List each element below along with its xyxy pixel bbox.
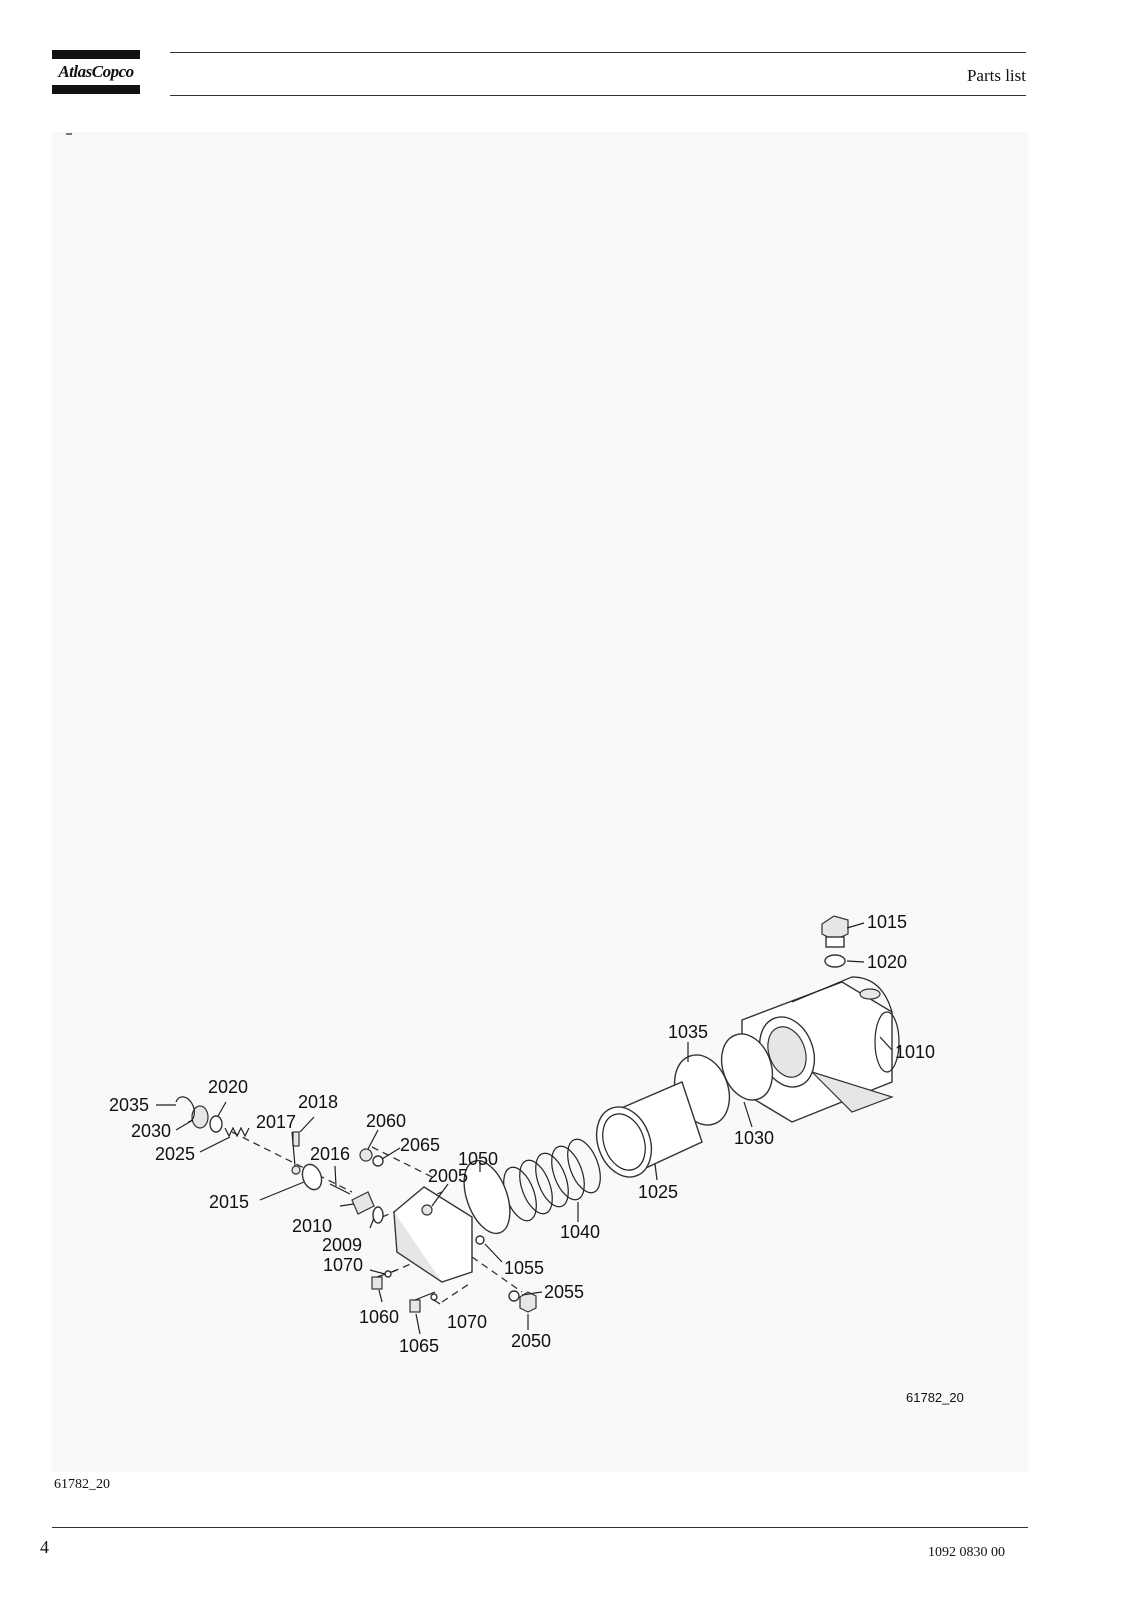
part-1020-washer bbox=[824, 954, 846, 968]
part-2055-seal bbox=[508, 1290, 520, 1302]
callout-2018: 2018 bbox=[298, 1092, 338, 1112]
part-1010-housing bbox=[741, 976, 900, 1123]
callout-2060: 2060 bbox=[366, 1111, 406, 1131]
part-2035-circlip bbox=[175, 1096, 195, 1123]
callout-1055: 1055 bbox=[504, 1258, 544, 1278]
assembly-axis-plug bbox=[471, 1256, 523, 1293]
callout-1065: 1065 bbox=[399, 1336, 439, 1356]
part-1015-plug bbox=[821, 915, 849, 948]
callout-1020: 1020 bbox=[867, 952, 907, 972]
footer-rule bbox=[52, 1527, 1028, 1528]
callout-1010: 1010 bbox=[895, 1042, 935, 1062]
callout-2065: 2065 bbox=[400, 1135, 440, 1155]
header-rule-bottom bbox=[170, 95, 1026, 96]
callout-1035: 1035 bbox=[668, 1022, 708, 1042]
page-title: Parts list bbox=[966, 66, 1026, 85]
callout-2009: 2009 bbox=[322, 1235, 362, 1255]
part-1065-bolt bbox=[409, 1291, 436, 1313]
logo-wordmark: AtlasCopco bbox=[58, 62, 134, 81]
assembly-axis-bolt2 bbox=[441, 1281, 473, 1303]
callout-1060: 1060 bbox=[359, 1307, 399, 1327]
logo-bar-top bbox=[52, 50, 140, 59]
atlas-copco-logo: AtlasCopco bbox=[52, 50, 140, 94]
part-2017 bbox=[291, 1165, 301, 1175]
callout-1025: 1025 bbox=[638, 1182, 678, 1202]
part-2025-spring bbox=[224, 1126, 250, 1138]
callout-2020: 2020 bbox=[208, 1077, 248, 1097]
callout-2035: 2035 bbox=[109, 1095, 149, 1115]
exploded-parts-drawing: 1015 1020 1035 1010 1030 1025 1040 1050 … bbox=[52, 132, 1028, 1472]
callout-2025: 2025 bbox=[155, 1144, 195, 1164]
part-2050-plug bbox=[519, 1291, 537, 1313]
callout-1050: 1050 bbox=[458, 1149, 498, 1169]
page-number: 4 bbox=[40, 1537, 49, 1557]
assembly-axis-left bbox=[231, 1131, 353, 1193]
part-2009 bbox=[372, 1206, 384, 1224]
callout-2015: 2015 bbox=[209, 1192, 249, 1212]
part-1070-washer-a bbox=[384, 1270, 392, 1278]
part-2018 bbox=[292, 1131, 300, 1147]
part-2010 bbox=[351, 1191, 375, 1215]
document-number: 1092 0830 00 bbox=[928, 1545, 1005, 1560]
figure-caption: 61782_20 bbox=[54, 1477, 110, 1492]
header-rule-top bbox=[170, 52, 1026, 53]
part-1055-o-ring bbox=[475, 1235, 485, 1245]
drawing-id-label: 61782_20 bbox=[906, 1390, 964, 1405]
leader-lines bbox=[156, 922, 893, 1335]
callout-2055: 2055 bbox=[544, 1282, 584, 1302]
part-2065 bbox=[372, 1155, 384, 1167]
callout-1070-a: 1070 bbox=[323, 1255, 363, 1275]
part-2060 bbox=[359, 1148, 373, 1162]
part-2015 bbox=[301, 1163, 323, 1191]
part-1040-spring bbox=[503, 1138, 601, 1222]
logo-bar-bottom bbox=[52, 85, 140, 94]
part-1070-washer-b bbox=[430, 1293, 438, 1301]
part-2030 bbox=[191, 1105, 209, 1129]
drawing-canvas: 1015 1020 1035 1010 1030 1025 1040 1050 … bbox=[66, 133, 964, 1405]
callout-2016: 2016 bbox=[310, 1144, 350, 1164]
callout-1040: 1040 bbox=[560, 1222, 600, 1242]
callout-2030: 2030 bbox=[131, 1121, 171, 1141]
part-1025-cylinder bbox=[595, 1081, 703, 1178]
part-1050-gasket bbox=[463, 1159, 511, 1235]
part-2016-pin bbox=[329, 1183, 351, 1195]
callout-2050: 2050 bbox=[511, 1331, 551, 1351]
callout-2010: 2010 bbox=[292, 1216, 332, 1236]
callout-1030: 1030 bbox=[734, 1128, 774, 1148]
part-2020-o-ring bbox=[209, 1115, 223, 1133]
assembly-axis-bolt1 bbox=[391, 1256, 428, 1273]
part-2005-cover bbox=[393, 1186, 473, 1283]
callout-1015: 1015 bbox=[867, 912, 907, 932]
callout-2005: 2005 bbox=[428, 1166, 468, 1186]
callout-2017: 2017 bbox=[256, 1112, 296, 1132]
callout-1070-b: 1070 bbox=[447, 1312, 487, 1332]
